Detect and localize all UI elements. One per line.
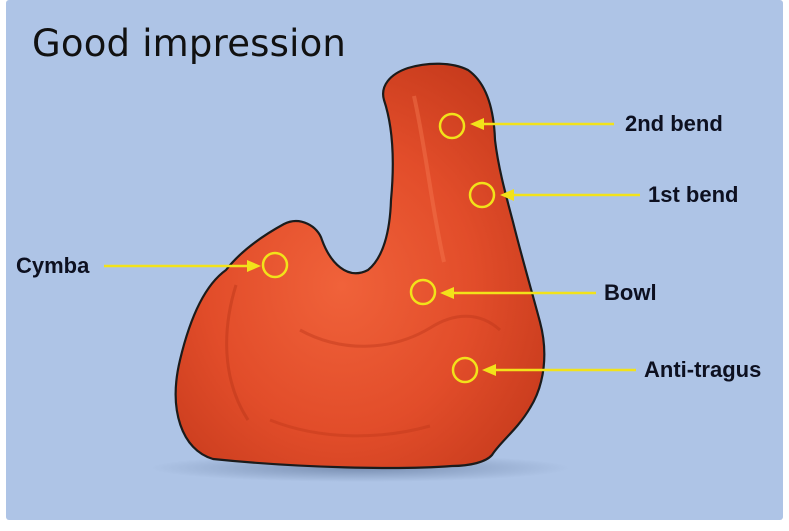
anti-tragus-label: Anti-tragus [644, 357, 761, 382]
first-bend-label: 1st bend [648, 182, 738, 207]
second-bend-label: 2nd bend [625, 111, 723, 136]
cymba-label: Cymba [16, 253, 90, 278]
first-bend-callout: 1st bend [470, 182, 738, 207]
bowl-label: Bowl [604, 280, 657, 305]
